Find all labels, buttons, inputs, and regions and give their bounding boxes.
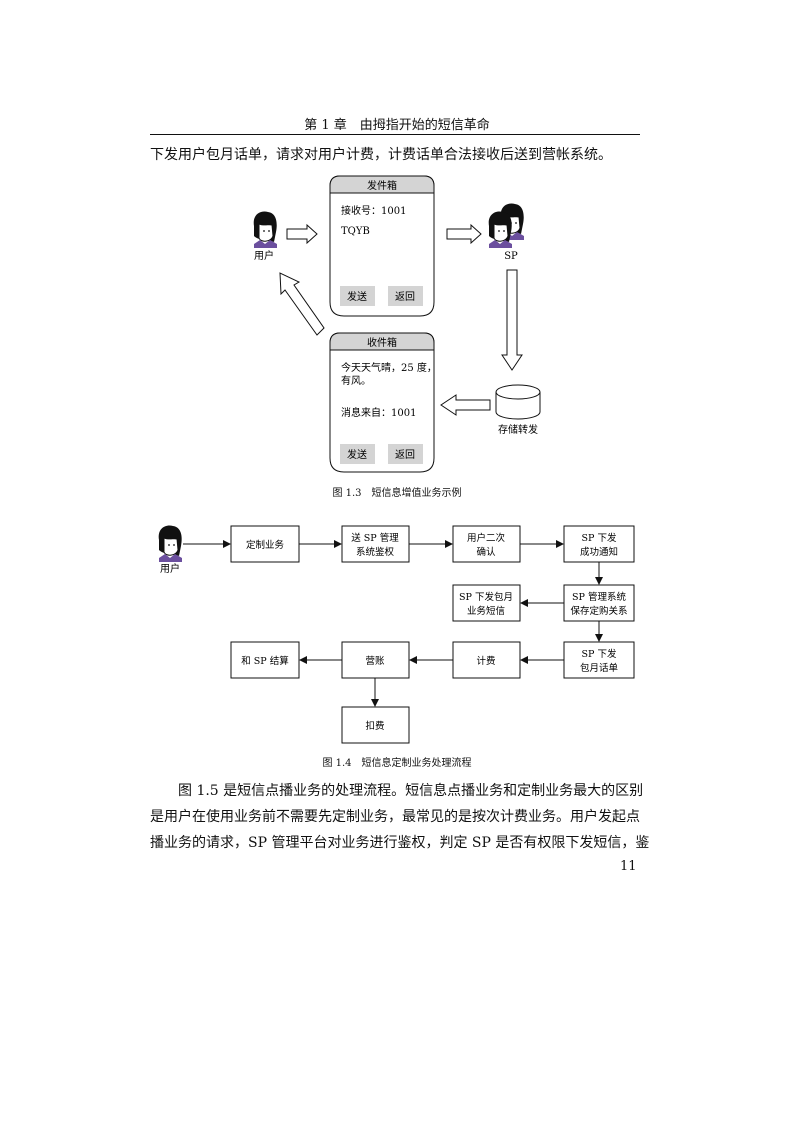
flow-arrowheads [223, 540, 603, 707]
header-rule [150, 134, 640, 135]
outbox-phone: 发件箱 接收号：1001 TQYB 发送 返回 [329, 175, 435, 317]
inbox-message-line2: 有风。 [341, 374, 371, 387]
box-notify-label-2: 成功通知 [580, 546, 618, 558]
box-keep [563, 584, 635, 622]
box-monthly-msg-label-2: 业务短信 [467, 605, 505, 617]
box-bill [563, 641, 635, 679]
sp-label: SP [504, 251, 518, 262]
arrow-sp-to-store [501, 269, 523, 371]
outbox-title: 发件箱 [367, 179, 397, 192]
outbox-send-button[interactable] [340, 286, 375, 306]
body-line-2: 是用户在使用业务前不需要先定制业务，最常见的是按次计费业务。用户发起点 [150, 809, 640, 825]
box-auth-label-1: 送 SP 管理 [351, 532, 399, 544]
outbox-message: TQYB [341, 226, 370, 237]
box-auth-label-2: 系统鉴权 [356, 546, 395, 558]
page-number: 11 [620, 859, 637, 874]
inbox-send-button[interactable] [340, 444, 375, 464]
arrow-outbox-to-sp [446, 223, 482, 245]
outbox-back-label: 返回 [395, 291, 415, 303]
inbox-title: 收件箱 [367, 336, 397, 349]
box-charge-label: 计费 [476, 655, 495, 667]
store-label: 存储转发 [498, 423, 538, 436]
user-avatar-icon-2 [158, 525, 183, 563]
arrow-inbox-to-user [279, 272, 325, 336]
user-label: 用户 [254, 249, 274, 262]
intro-line: 下发用户包月话单，请求对用户计费，计费话单合法接收后送到营帐系统。 [150, 147, 612, 163]
box-bill-label-2: 包月话单 [580, 662, 619, 674]
box-monthly-msg [452, 584, 521, 622]
inbox-phone: 收件箱 今天天气晴，25 度， 有风。 消息来自：1001 发送 返回 [329, 332, 437, 473]
box-deduct-label: 扣费 [365, 720, 384, 732]
arrow-user-to-outbox [286, 223, 318, 245]
body-line-1: 图 1.5 是短信点播业务的处理流程。短信息点播业务和定制业务最大的区别 [178, 783, 644, 799]
box-confirm [452, 525, 521, 563]
inbox-sender: 消息来自：1001 [341, 406, 416, 419]
chapter-header: 第 1 章 由拇指开始的短信革命 [304, 118, 490, 133]
box-notify-label-1: SP 下发 [582, 532, 617, 544]
box-confirm-label-1: 用户二次 [467, 532, 506, 544]
box-keep-label-1: SP 管理系统 [572, 591, 626, 603]
box-charge [452, 641, 521, 679]
outbox-send-label: 发送 [347, 290, 367, 303]
box-bill-label-1: SP 下发 [582, 648, 617, 660]
box-deduct [341, 706, 410, 744]
box-monthly-msg-label-1: SP 下发包月 [459, 591, 513, 603]
box-settle [230, 641, 300, 679]
inbox-send-label: 发送 [347, 448, 367, 461]
user-label-2: 用户 [160, 562, 180, 575]
figure-1-3-caption: 图 1.3 短信息增值业务示例 [332, 488, 462, 499]
box-confirm-label-2: 确认 [476, 546, 496, 558]
sp-avatar-icon-front [488, 211, 513, 249]
box-account [341, 641, 410, 679]
box-notify [563, 525, 635, 563]
user-avatar-icon [253, 211, 278, 249]
arrow-store-to-inbox [440, 394, 491, 416]
storage-cylinder-icon [495, 384, 541, 420]
inbox-back-label: 返回 [395, 449, 415, 461]
box-keep-label-2: 保存定购关系 [570, 605, 627, 617]
outbox-recipient: 接收号：1001 [341, 204, 406, 217]
outbox-back-button[interactable] [388, 286, 423, 306]
box-account-label: 营账 [365, 655, 385, 667]
inbox-message-line1: 今天天气晴，25 度， [341, 361, 437, 374]
box-custom-label: 定制业务 [246, 539, 285, 551]
body-line-3: 播业务的请求，SP 管理平台对业务进行鉴权，判定 SP 是否有权限下发短信，鉴 [150, 835, 650, 851]
figure-1-4-caption: 图 1.4 短信息定制业务处理流程 [322, 758, 472, 769]
box-settle-label: 和 SP 结算 [241, 655, 288, 667]
inbox-back-button[interactable] [388, 444, 423, 464]
